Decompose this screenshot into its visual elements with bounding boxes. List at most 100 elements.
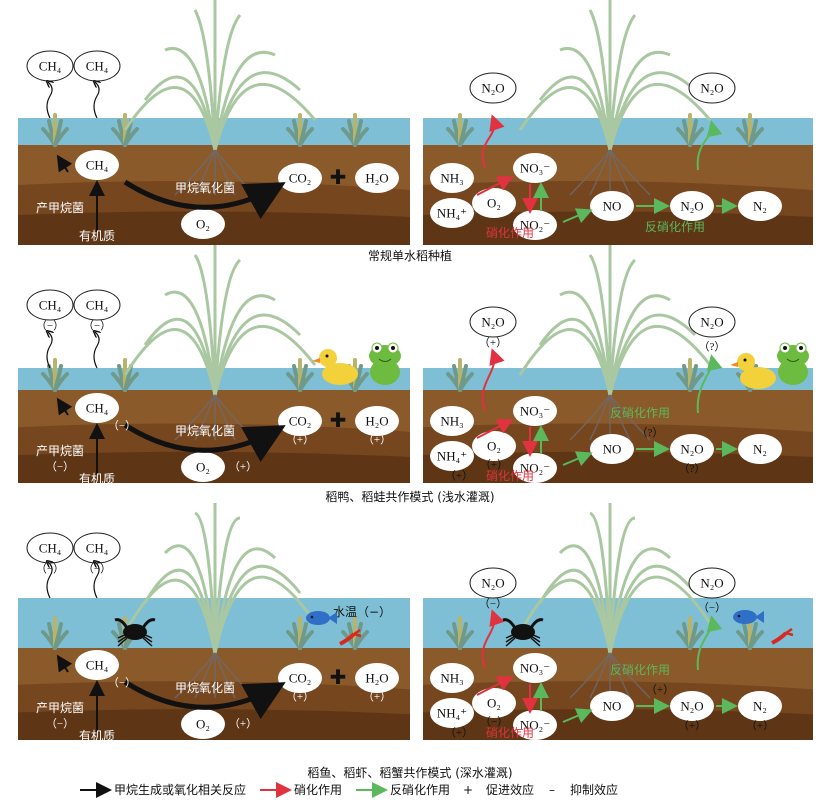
ch4-emission-2-bubble	[73, 289, 121, 321]
legend-label: 促进效应	[486, 782, 534, 797]
seedling-icon	[41, 616, 69, 650]
methanotroph-label: 甲烷氧化菌	[175, 681, 235, 695]
legend-label: 反硝化作用	[390, 783, 450, 797]
ch4-soil: CH₄	[86, 401, 109, 416]
organic-matter-label: 有机质	[79, 729, 115, 743]
crayfish-icon	[771, 627, 794, 645]
effect-o2_right: （−）	[480, 715, 508, 728]
seedling-icon	[286, 358, 314, 392]
no: NO	[603, 699, 622, 714]
no3-bubble	[513, 396, 557, 426]
emission-arrow	[94, 82, 99, 119]
seedling-icon	[341, 113, 369, 147]
crab-icon	[502, 618, 544, 647]
nh4: NH₄⁺	[437, 206, 467, 221]
plus-sign: ✚	[330, 167, 347, 189]
o2-left: O₂	[196, 717, 210, 732]
emission-arrow	[47, 82, 52, 119]
nh3-bubble	[430, 663, 474, 693]
effect-ch4_top_2: （−）	[83, 562, 111, 575]
ch4-release-arrow	[56, 397, 73, 416]
nh3-bubble	[430, 406, 474, 436]
effect-ch4_soil: （−）	[108, 419, 136, 432]
h2o: H₂O	[365, 171, 388, 186]
h2o: H₂O	[365, 414, 388, 429]
rice-plant-icon	[518, 0, 712, 196]
legend-symbol-plus: +	[463, 783, 473, 797]
seedling-icon	[446, 616, 474, 650]
no: NO	[603, 199, 622, 214]
emission-arrow	[47, 562, 52, 599]
emission-arrow	[94, 562, 99, 599]
co2-bubble	[278, 663, 322, 693]
ch4-emission-1-bubble	[26, 289, 74, 321]
effect-n2o_top_2: （−）	[698, 601, 726, 614]
nh4-bubble	[430, 441, 474, 471]
ch4-emission-2: CH₄	[86, 298, 109, 313]
methanogen-label: 产甲烷菌	[36, 201, 84, 215]
n2o-soil-bubble	[670, 691, 714, 721]
ch4-soil: CH₄	[86, 658, 109, 673]
n2: N₂	[753, 199, 767, 214]
effect-denit: （+）	[646, 683, 674, 696]
fish-icon	[306, 611, 337, 625]
n2o-soil-bubble	[670, 191, 714, 221]
n2-bubble	[738, 191, 782, 221]
seedling-icon	[286, 113, 314, 147]
methanotroph-label: 甲烷氧化菌	[175, 424, 235, 438]
seedling-icon	[41, 113, 69, 147]
no2-bubble	[513, 210, 557, 240]
legend-label: 甲烷生成或氧化相关反应	[114, 782, 246, 797]
no2-bubble	[513, 710, 557, 740]
o2-left-bubble	[181, 209, 225, 239]
n2o-emission-2: N₂O	[700, 576, 723, 591]
methane-oxidation-arrow	[123, 422, 286, 463]
crab-icon	[114, 618, 156, 647]
o2-right: O₂	[487, 439, 501, 454]
methanotroph-label: 甲烷氧化菌	[175, 181, 235, 195]
seedling-icon	[676, 113, 704, 147]
effect-methanogen: （−）	[46, 460, 74, 473]
ch4-soil: CH₄	[86, 158, 109, 173]
rice-plant-icon	[123, 0, 317, 196]
n2o-nitrification-emission-arrow	[481, 348, 505, 412]
n2o-soil: N₂O	[680, 699, 703, 714]
seedling-icon	[736, 113, 764, 147]
methane-panel-row-3: CH₄（−）CH₄（−）CH₄CO₂✚H₂OO₂甲烷氧化菌产甲烷菌有机质（−）（…	[18, 503, 410, 743]
n2o-emission-2-bubble	[688, 306, 736, 338]
n2o-emission-2-bubble	[688, 567, 736, 599]
effect-nh4: （+）	[445, 726, 473, 739]
nh4-bubble	[430, 198, 474, 228]
effect-denit: （?）	[637, 426, 664, 439]
seedling-icon	[446, 358, 474, 392]
no2: NO₂⁻	[520, 218, 550, 233]
nh4-bubble	[430, 698, 474, 728]
crayfish-icon	[339, 628, 362, 646]
no3: NO₃⁻	[520, 161, 550, 176]
effect-h2o: （+）	[363, 690, 391, 703]
effect-n2_soil: （+）	[746, 719, 774, 732]
methanogen-label: 产甲烷菌	[36, 444, 84, 458]
nh3: NH₃	[440, 171, 463, 186]
n2: N₂	[753, 699, 767, 714]
n2o-soil: N₂O	[680, 442, 703, 457]
n2o-denitrification-emission-arrow	[696, 615, 723, 671]
organic-matter-label: 有机质	[79, 472, 115, 486]
plus-sign: ✚	[330, 410, 347, 432]
co2: CO₂	[289, 171, 312, 186]
nh4-to-no3-arrow	[476, 676, 514, 696]
nh3-bubble	[430, 163, 474, 193]
nh4: NH₄⁺	[437, 706, 467, 721]
fish-icon	[733, 610, 764, 624]
denitrification-label: 反硝化作用	[645, 220, 705, 234]
o2-right: O₂	[487, 196, 501, 211]
nitrification-label: 硝化作用	[486, 726, 534, 740]
effect-n2o_soil: （+）	[678, 719, 706, 732]
duck-icon	[312, 349, 358, 385]
duck-icon	[730, 353, 776, 389]
frog-icon	[777, 342, 809, 385]
n2o-denitrification-emission-arrow	[696, 354, 723, 414]
